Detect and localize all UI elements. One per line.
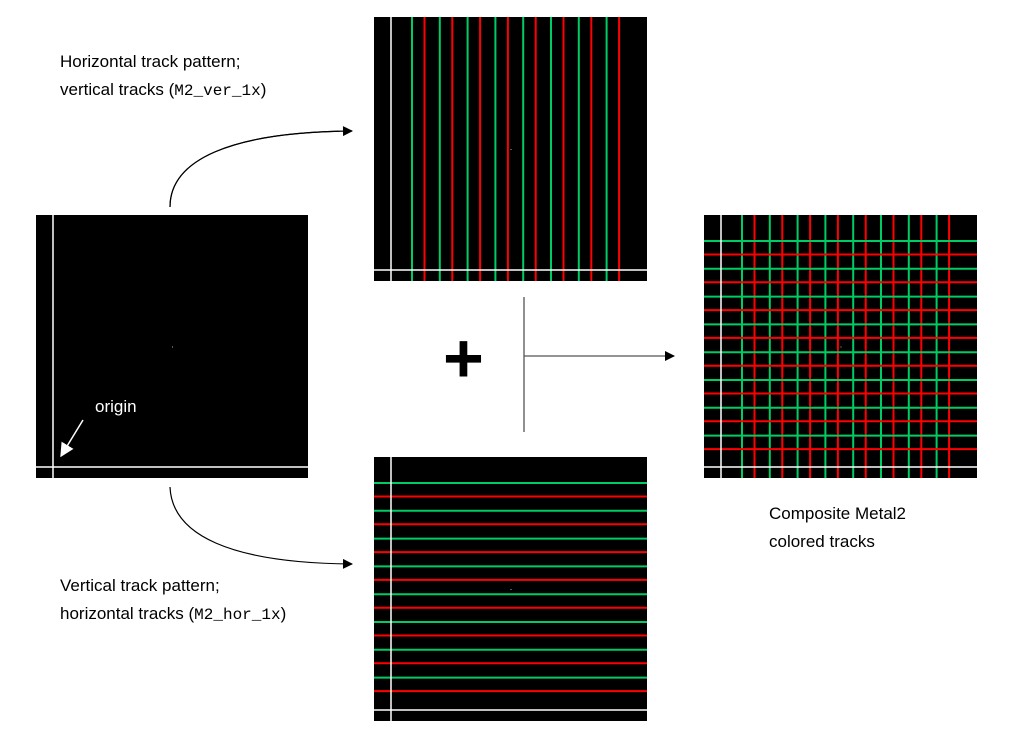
caption-line: Composite Metal2 [769, 504, 907, 523]
composite-caption: Composite Metal2 colored tracks [769, 500, 906, 556]
center-marker [510, 589, 512, 590]
center-marker [840, 346, 842, 348]
plus-sign: + [443, 319, 484, 397]
caption-line: Horizontal track pattern; [60, 52, 241, 71]
origin-arrow [60, 419, 84, 458]
vertical-tracks-caption: Horizontal track pattern; vertical track… [60, 48, 266, 105]
layer-name: M2_hor_1x [194, 606, 281, 624]
arrow-to-vertical-tracks [169, 124, 354, 208]
center-marker [510, 149, 512, 150]
origin-label: origin [95, 397, 137, 416]
caption-line: Vertical track pattern; [60, 576, 220, 595]
arrow-to-horizontal-tracks [169, 486, 353, 569]
origin-panel [36, 215, 308, 478]
composite-tracks-panel [704, 215, 977, 478]
horizontal-tracks-caption: Vertical track pattern; horizontal track… [60, 572, 286, 629]
layer-name: M2_ver_1x [174, 82, 261, 100]
horizontal-tracks-panel [374, 457, 647, 721]
caption-line: colored tracks [769, 532, 875, 551]
vertical-tracks-panel [374, 17, 647, 281]
center-marker [172, 346, 173, 348]
caption-line: vertical tracks (M2_ver_1x) [60, 80, 267, 100]
caption-line: horizontal tracks (M2_hor_1x) [60, 604, 287, 624]
